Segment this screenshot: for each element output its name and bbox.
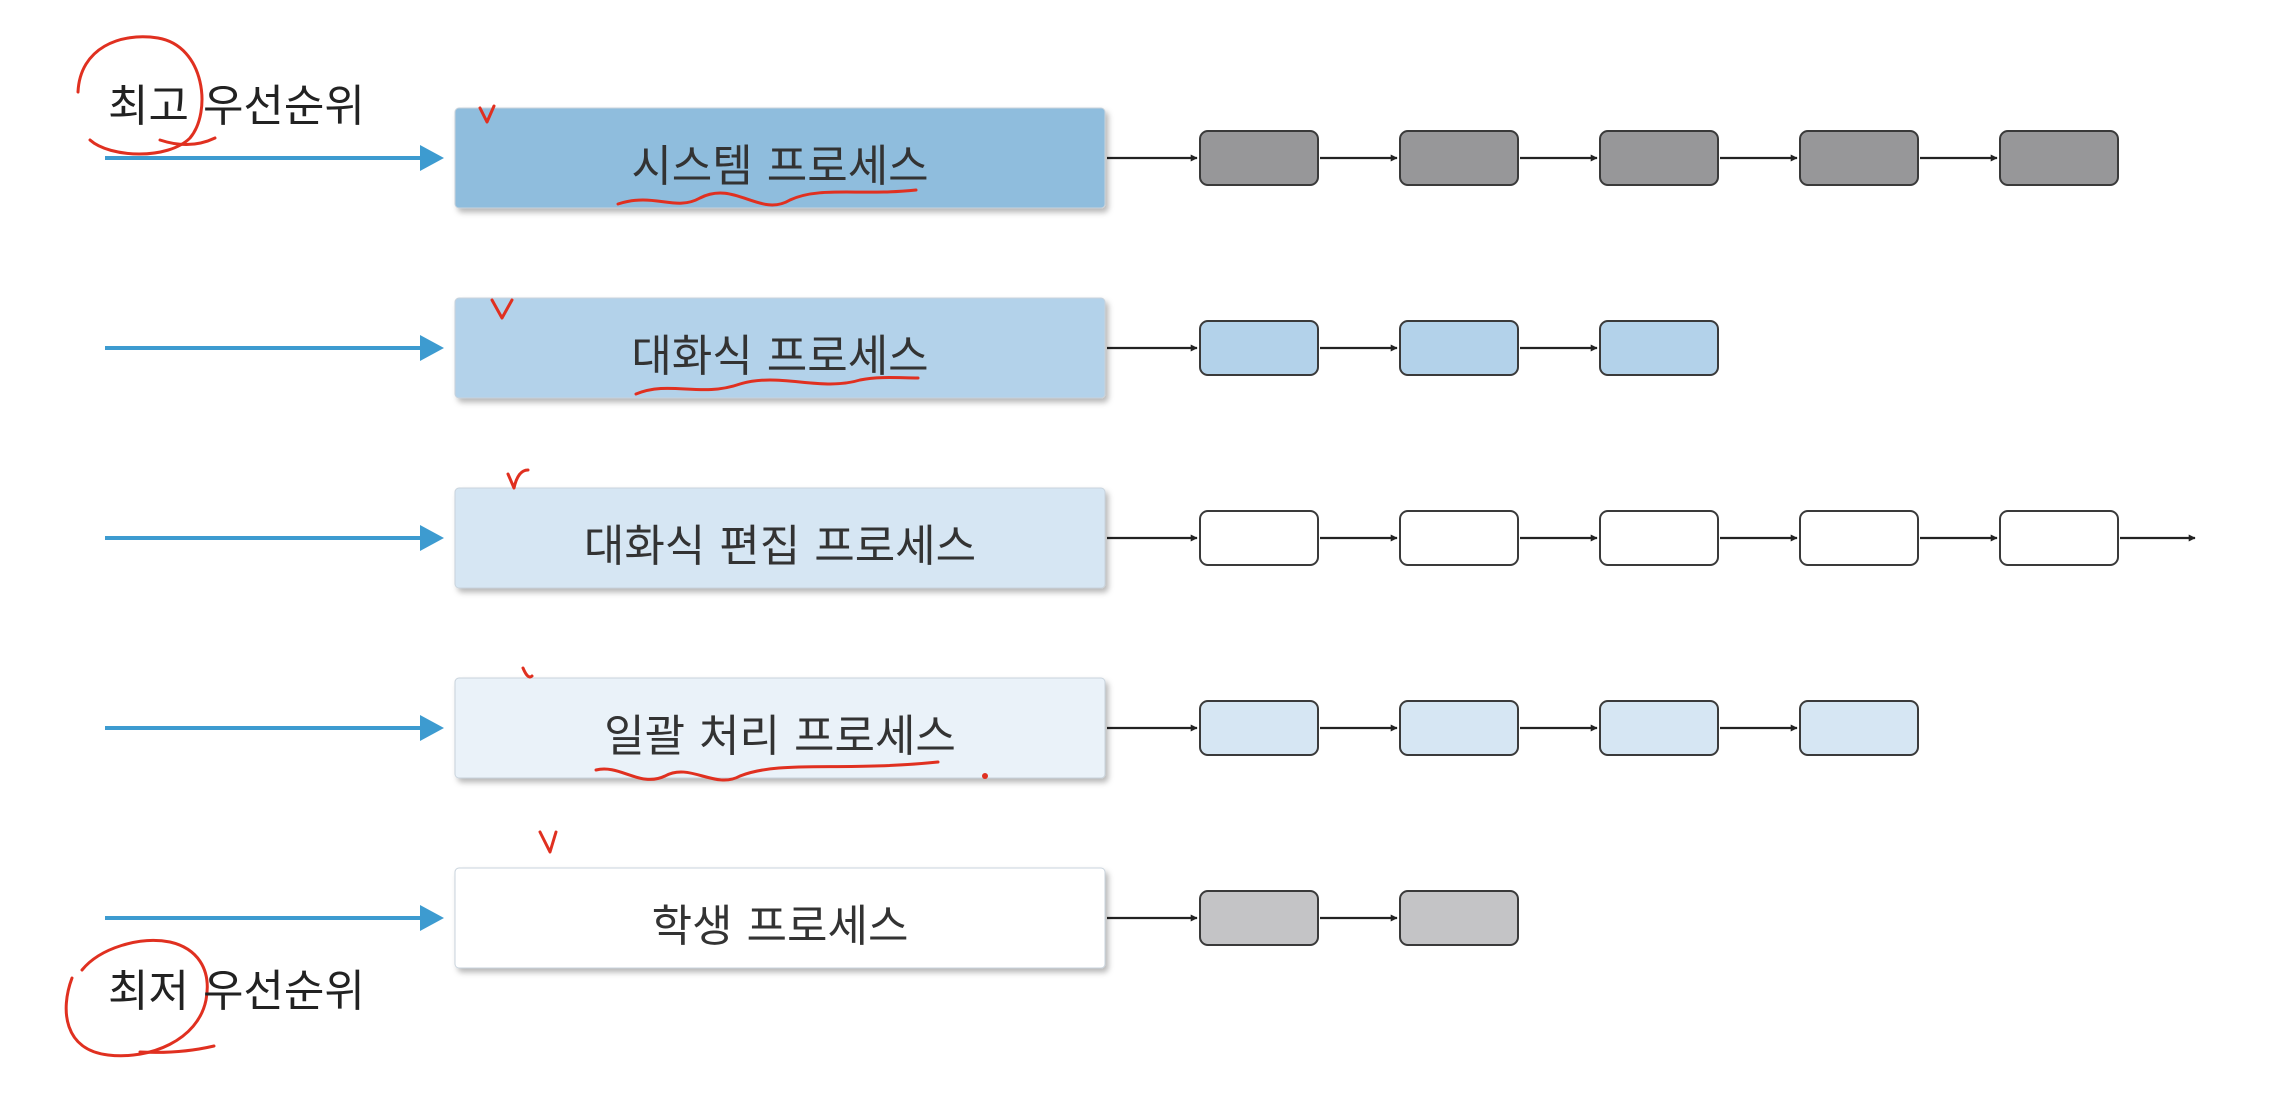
checkmark-annotation	[478, 104, 496, 124]
dot-annotation	[982, 773, 988, 779]
job-block	[1999, 130, 2119, 186]
lowest-priority-label: 최저 우선순위	[108, 966, 365, 1017]
job-block	[1199, 890, 1319, 946]
job-block	[1199, 320, 1319, 376]
job-block	[1799, 700, 1919, 756]
entry-arrow-head	[420, 145, 444, 171]
circle-annotation-top	[76, 35, 204, 156]
job-block	[1399, 320, 1519, 376]
checkmark-annotation	[538, 830, 558, 854]
job-block	[1999, 510, 2119, 566]
entry-arrow-head	[420, 335, 444, 361]
queue-box	[454, 487, 1106, 589]
circle-tail-top	[158, 136, 217, 146]
entry-arrow-head	[420, 905, 444, 931]
checkmark-annotation	[506, 468, 530, 490]
job-block	[1599, 130, 1719, 186]
queue-label-interactive-editing: 대화식 편집 프로세스	[583, 521, 977, 572]
highest-priority-label: 최고 우선순위	[108, 81, 365, 132]
job-block	[1399, 510, 1519, 566]
underline-annotation	[634, 376, 920, 396]
queue-box	[454, 677, 1106, 779]
queue-label-system: 시스템 프로세스	[631, 141, 929, 192]
job-block	[1599, 700, 1719, 756]
job-block	[1399, 700, 1519, 756]
queue-box	[454, 107, 1106, 209]
checkmark-annotation	[521, 666, 534, 679]
entry-arrow-head	[420, 525, 444, 551]
entry-arrow-head	[420, 715, 444, 741]
job-block	[1799, 510, 1919, 566]
queue-box	[454, 867, 1106, 969]
job-block	[1199, 130, 1319, 186]
job-block	[1799, 130, 1919, 186]
queue-label-interactive: 대화식 프로세스	[631, 331, 929, 382]
job-block	[1399, 890, 1519, 946]
circle-annotation-bottom	[64, 938, 209, 1058]
queue-label-student: 학생 프로세스	[651, 901, 909, 952]
job-block	[1599, 320, 1719, 376]
queue-box	[454, 297, 1106, 399]
job-block	[1199, 700, 1319, 756]
checkmark-annotation	[490, 298, 514, 320]
job-block	[1199, 510, 1319, 566]
job-block	[1599, 510, 1719, 566]
circle-tail-bottom	[138, 1044, 216, 1054]
underline-annotation	[594, 760, 940, 782]
underline-annotation	[616, 188, 918, 207]
queue-label-batch: 일괄 처리 프로세스	[604, 711, 956, 762]
job-block	[1399, 130, 1519, 186]
